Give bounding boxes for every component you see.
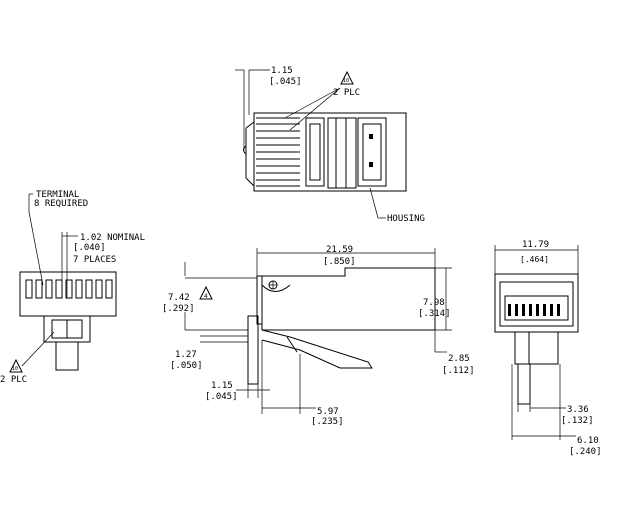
terminal-qty: 8 REQUIRED bbox=[34, 199, 88, 209]
side-latchlen-inch: [.235] bbox=[311, 417, 344, 427]
pitch-value: 1.02 NOMINAL bbox=[80, 233, 145, 243]
front-note-qty: 2 PLC bbox=[0, 375, 27, 385]
end-width-value: 11.79 bbox=[522, 240, 549, 250]
side-offset-value: 1.27 bbox=[175, 350, 197, 360]
side-latch-arm bbox=[261, 329, 373, 369]
end-latch-tab bbox=[517, 363, 531, 405]
pitch-places: 7 PLACES bbox=[73, 255, 116, 265]
top-contact-fingers bbox=[256, 117, 300, 187]
side-latch-value: 7.42 bbox=[168, 293, 190, 303]
terminal-label: TERMINAL bbox=[36, 190, 79, 200]
side-length-value: 21.59 bbox=[326, 245, 353, 255]
top-housing-leader bbox=[369, 187, 379, 219]
top-strain-relief-bump bbox=[243, 145, 247, 155]
side-latch-post bbox=[247, 315, 259, 385]
front-latch-tab bbox=[55, 341, 79, 371]
front-note-leader bbox=[21, 331, 55, 367]
top-latch-inner bbox=[362, 123, 382, 181]
end-latch-body bbox=[514, 331, 559, 365]
top-view: 1.15 [.045] 10 2 PLC bbox=[235, 66, 425, 224]
end-contact-window bbox=[504, 295, 569, 321]
side-offset-inch: [.050] bbox=[170, 361, 203, 371]
side-height-value: 7.98 bbox=[423, 298, 445, 308]
end-width-inch: [.464] bbox=[520, 255, 549, 264]
end-body-outline bbox=[494, 273, 579, 333]
front-note-flag: 10 bbox=[12, 366, 18, 372]
pitch-inch: [.040] bbox=[73, 243, 106, 253]
front-contact-slots bbox=[25, 279, 113, 299]
side-latch-inch: [.292] bbox=[162, 304, 195, 314]
end-view: 11.79 [.464] 3.36 [.132] 6.10 [.240 bbox=[494, 240, 602, 457]
end-outerw-inch: [.240] bbox=[569, 447, 602, 457]
side-latch-flag: 4 bbox=[204, 293, 208, 300]
top-inner-block-a bbox=[305, 117, 325, 187]
top-note-leader-b bbox=[289, 87, 341, 131]
side-step-value: 1.15 bbox=[211, 381, 233, 391]
top-note-qty: 2 PLC bbox=[333, 88, 360, 98]
top-latch-pin-lower bbox=[369, 162, 373, 167]
side-tab-value: 2.85 bbox=[448, 354, 470, 364]
top-note-triangle-icon bbox=[340, 70, 354, 85]
top-housing-outline bbox=[253, 112, 407, 192]
end-latchw-value: 3.36 bbox=[567, 405, 589, 415]
end-outerw-value: 6.10 bbox=[577, 436, 599, 446]
top-note-flag: 10 bbox=[343, 78, 349, 84]
top-housing-callout: HOUSING bbox=[387, 214, 425, 224]
side-latch-arm-detail bbox=[286, 336, 298, 353]
side-step-inch: [.045] bbox=[205, 392, 238, 402]
side-length-inch: [.850] bbox=[323, 257, 356, 267]
side-body-outline bbox=[256, 267, 436, 331]
top-dim-inch: [.045] bbox=[269, 77, 302, 87]
top-cable-chamfer-lower bbox=[245, 177, 255, 187]
top-inner-block-a-core bbox=[309, 123, 321, 181]
top-dim-value: 1.15 bbox=[271, 66, 293, 76]
top-inner-block-b bbox=[327, 117, 357, 189]
side-latchlen-value: 5.97 bbox=[317, 407, 339, 417]
top-cable-chamfer-upper bbox=[245, 121, 255, 129]
end-contact-pins bbox=[508, 304, 560, 316]
end-latchw-inch: [.132] bbox=[561, 416, 594, 426]
side-tab-inch: [.112] bbox=[442, 366, 475, 376]
side-view: 21.59 [.850] 7.98 [.314] 7.42 [.292] 4 1… bbox=[162, 245, 475, 427]
left-view: TERMINAL 8 REQUIRED 1.02 NOMINAL [.040] … bbox=[0, 190, 145, 385]
side-height-inch: [.314] bbox=[418, 309, 451, 319]
top-latch-pin-upper bbox=[369, 134, 373, 139]
end-body-inner bbox=[499, 281, 574, 327]
side-latch-triangle-icon bbox=[199, 285, 213, 300]
side-latch-notch bbox=[261, 284, 291, 292]
top-latch-window bbox=[357, 117, 387, 187]
terminal-leader-diag bbox=[28, 211, 44, 286]
front-note-triangle-icon bbox=[9, 358, 23, 373]
